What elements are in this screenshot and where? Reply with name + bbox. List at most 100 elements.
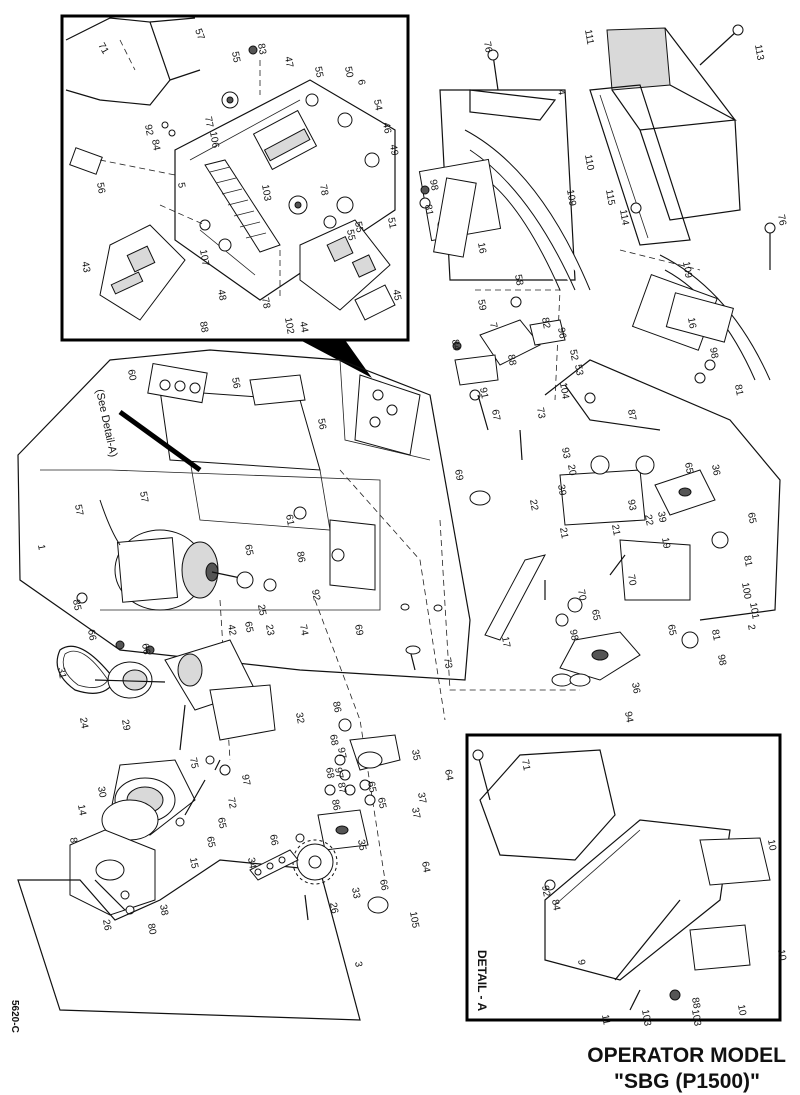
callout-number: 6 bbox=[355, 79, 367, 87]
callout-number: 97 bbox=[335, 747, 348, 760]
callout-number: 97 bbox=[239, 774, 252, 787]
callout-number: 84 bbox=[149, 139, 162, 152]
arm-assembly-right bbox=[589, 24, 776, 384]
drawing-code: 5620-C bbox=[9, 1000, 20, 1033]
callout-number: 10 bbox=[735, 1004, 748, 1017]
callout-number: 104 bbox=[557, 382, 571, 401]
callout-number: 103 bbox=[639, 1009, 653, 1028]
callout-number: 105 bbox=[407, 911, 421, 930]
callout-number: 88 bbox=[689, 997, 702, 1010]
callout-number: 111 bbox=[582, 29, 596, 46]
callout-number: 77 bbox=[202, 116, 215, 129]
callout-number: 81 bbox=[422, 204, 435, 217]
callout-number: 97 bbox=[332, 767, 345, 780]
callout-number: 58 bbox=[512, 274, 525, 287]
callout-number: 25 bbox=[255, 604, 268, 617]
terminal-strip bbox=[204, 159, 281, 253]
callout-number: 15 bbox=[187, 857, 200, 870]
callout-number: 65 bbox=[375, 797, 388, 810]
callout-number: 86 bbox=[329, 799, 342, 812]
callout-number: 114 bbox=[617, 209, 631, 227]
callout-number: 11 bbox=[599, 1014, 612, 1027]
callout-number: 69 bbox=[352, 624, 365, 637]
callout-number: 73 bbox=[534, 407, 547, 420]
callout-number: 38 bbox=[157, 904, 170, 917]
callout-number: 37 bbox=[409, 807, 422, 820]
callout-number: 86 bbox=[294, 551, 307, 564]
callout-number: 55 bbox=[352, 221, 365, 234]
callout-number: 50 bbox=[342, 66, 355, 79]
callout-number: 93 bbox=[625, 499, 638, 512]
callout-number: 23 bbox=[263, 624, 276, 637]
callout-number: 67 bbox=[489, 409, 502, 422]
callout-number: 2 bbox=[745, 624, 757, 632]
callout-number: 1 bbox=[35, 544, 47, 552]
callout-number: 19 bbox=[659, 537, 672, 550]
callout-number: 36 bbox=[709, 464, 722, 477]
callout-number: 69 bbox=[452, 469, 465, 482]
callout-number: 87 bbox=[335, 782, 348, 795]
callout-number: 47 bbox=[282, 56, 295, 69]
callout-number: 81 bbox=[709, 629, 722, 642]
callout-number: 76 bbox=[775, 214, 788, 227]
callout-number: 92 bbox=[309, 589, 322, 602]
detail-inset-top bbox=[60, 14, 410, 378]
callout-number: 102 bbox=[282, 317, 296, 336]
callout-number: 5 bbox=[175, 182, 187, 190]
callout-number: 86 bbox=[330, 701, 343, 714]
callout-number: 57 bbox=[192, 27, 206, 42]
callout-number: 101 bbox=[747, 602, 761, 621]
callout-number: 51 bbox=[385, 217, 398, 230]
callout-number: 8 bbox=[67, 837, 79, 845]
callout-number: 103 bbox=[259, 184, 273, 203]
callout-number: 20 bbox=[565, 464, 578, 477]
callout-number: 31 bbox=[55, 667, 68, 680]
callout-number: 61 bbox=[283, 514, 296, 527]
callout-number: 59 bbox=[475, 299, 488, 312]
callout-number: 9 bbox=[575, 959, 587, 967]
callout-number: 68 bbox=[327, 734, 340, 747]
callout-number: 65 bbox=[665, 624, 678, 637]
callout-number: 37 bbox=[415, 792, 428, 805]
callout-number: 53 bbox=[572, 364, 585, 377]
main-housing bbox=[17, 349, 491, 881]
callout-number: 45 bbox=[390, 289, 403, 302]
callout-number: 71 bbox=[95, 41, 110, 57]
title-line-2: "SBG (P1500)" bbox=[614, 1070, 760, 1093]
callout-number: 52 bbox=[567, 349, 580, 362]
callout-number: 65 bbox=[745, 512, 758, 525]
callout-number: 10 bbox=[765, 839, 778, 852]
callout-number: 54 bbox=[371, 99, 384, 112]
callout-number: 80 bbox=[145, 923, 158, 936]
callout-number: 4 bbox=[555, 89, 567, 97]
callout-number: 115 bbox=[603, 189, 617, 207]
callout-number: 24 bbox=[77, 717, 90, 730]
callout-number: 44 bbox=[297, 321, 310, 334]
callout-number: 30 bbox=[95, 786, 108, 799]
callout-number: 106 bbox=[207, 131, 221, 150]
callout-number: 46 bbox=[380, 122, 393, 135]
callout-number: 94 bbox=[622, 711, 635, 724]
callout-number: 65 bbox=[204, 836, 217, 849]
callout-number: 88 bbox=[197, 321, 210, 334]
arm-assembly-top bbox=[418, 49, 591, 401]
callout-number: 34 bbox=[245, 857, 258, 870]
callout-number: 73 bbox=[441, 657, 454, 670]
callout-number: 70 bbox=[625, 574, 638, 587]
callout-number: 78 bbox=[259, 297, 272, 310]
callout-number: 32 bbox=[293, 712, 306, 725]
callout-number: 75 bbox=[187, 757, 200, 770]
callout-number: 26 bbox=[100, 919, 113, 932]
callout-number: 92 bbox=[142, 124, 155, 137]
callout-number: 71 bbox=[519, 759, 532, 772]
callout-number: 43 bbox=[79, 261, 92, 274]
callout-number: 98 bbox=[707, 347, 720, 360]
callout-number: 100 bbox=[739, 582, 753, 601]
callout-number: 92 bbox=[539, 885, 552, 898]
callout-number: 66 bbox=[139, 643, 152, 656]
drive-train bbox=[17, 639, 361, 1021]
callout-number: 60 bbox=[125, 369, 138, 382]
callout-number: 93 bbox=[559, 447, 572, 460]
callout-number: 57 bbox=[72, 504, 85, 517]
